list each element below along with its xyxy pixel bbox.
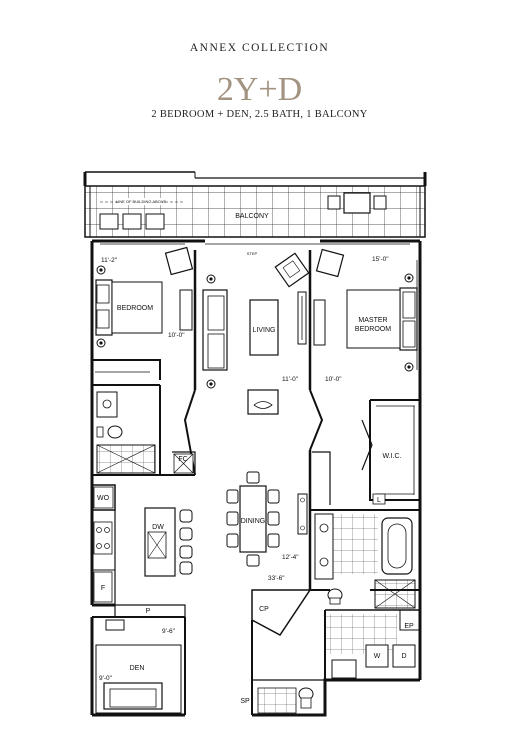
bedroom-depth: 10'-0" (168, 332, 185, 339)
fc-label: FC (178, 456, 187, 463)
master-bathroom (314, 513, 416, 609)
bedroom-label: BEDROOM (117, 305, 153, 312)
master-width: 15'-0" (372, 256, 389, 263)
interior-walls (92, 250, 420, 681)
collection-title: ANNEX COLLECTION (189, 42, 330, 54)
unit-name: 2Y+D (216, 71, 303, 108)
ep-label: EP (404, 623, 414, 630)
master-label-line1: MASTER (358, 317, 387, 324)
washer-label: W (374, 653, 381, 660)
step-label: STEP (247, 251, 258, 256)
dryer-label: D (401, 653, 406, 660)
kitchen: WO F DW (93, 486, 193, 603)
line-of-building-label: LINE OF BUILDING ABOVE (116, 199, 167, 204)
pantry-label: P (146, 608, 151, 615)
overall-dimension: 33'-6" (268, 575, 285, 582)
wic-label: W.I.C. (382, 453, 401, 460)
dining-room: DINING 12'-4" 33'-6" (226, 471, 308, 582)
balcony-label: BALCONY (235, 213, 269, 220)
den-depth: 9'-6" (162, 628, 176, 635)
sp-label: SP (240, 698, 250, 705)
living-depth: 11'-0" (282, 376, 299, 383)
bedroom-width: 11'-2" (101, 257, 118, 264)
master-depth: 10'-0" (325, 376, 342, 383)
wo-label: WO (97, 495, 110, 502)
dining-width: 12'-4" (282, 554, 299, 561)
balcony: LINE OF BUILDING ABOVE BALCONY (83, 171, 427, 238)
cp-label: CP (259, 606, 269, 613)
living-label: LIVING (253, 327, 276, 334)
exterior-walls (90, 239, 422, 717)
den-width: 9'-0" (99, 675, 113, 682)
walk-in-closet: W.I.C. L (372, 405, 415, 505)
master-bedroom: MASTER BEDROOM 15'-0" 10'-0" (313, 248, 418, 383)
laundry-powder: EP W D SP (240, 614, 416, 714)
unit-description: 2 BEDROOM + DEN, 2.5 BATH, 1 BALCONY (151, 109, 368, 120)
living-room: LIVING 11'-0" (202, 252, 310, 415)
bathroom-1: FC (96, 391, 194, 474)
fridge-label: F (101, 585, 105, 592)
dw-label: DW (152, 524, 164, 531)
master-label-line2: BEDROOM (355, 326, 391, 333)
den: DEN 9'-6" 9'-0" (95, 619, 182, 714)
window-glazing (100, 236, 418, 370)
dining-label: DINING (241, 518, 266, 525)
bedroom: BEDROOM 11'-2" 10'-0" (95, 246, 194, 348)
den-label: DEN (130, 665, 145, 672)
l-label: L (377, 497, 381, 504)
